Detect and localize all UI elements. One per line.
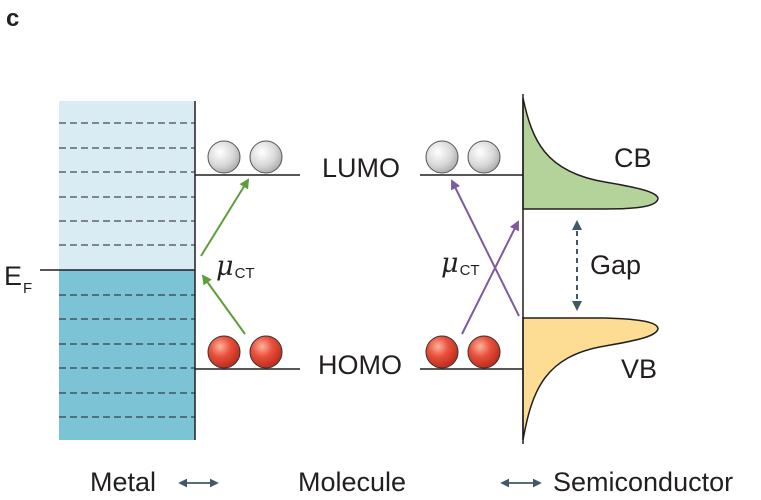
metal-band	[59, 101, 196, 440]
footer-molecule: Molecule	[298, 467, 406, 497]
metal-ct-arrow-up	[200, 178, 250, 257]
footer-metal: Metal	[90, 467, 156, 497]
footer-semiconductor: Semiconductor	[553, 467, 733, 497]
homo-label: HOMO	[318, 350, 402, 380]
cb-label: CB	[614, 143, 652, 173]
fermi-level-label: EF	[4, 261, 32, 297]
valence-band-shape	[522, 317, 659, 441]
left-homo-electron-2	[249, 335, 283, 369]
mu-left-sub: CT	[235, 265, 255, 282]
semiconductor-ct-arrow-to-lumo	[451, 179, 520, 317]
gap-label: Gap	[590, 250, 641, 280]
left-homo-electron-1	[207, 335, 241, 369]
metal-ct-arrow-down	[201, 274, 246, 335]
metal-empty-states	[59, 101, 195, 270]
right-lumo-orbital-2	[467, 140, 501, 174]
mu-right-main: μ	[441, 248, 459, 279]
panel-label: c	[6, 5, 19, 32]
right-lumo-orbital-1	[425, 140, 459, 174]
mu-left-main: μ	[216, 251, 234, 282]
mu-ct-label-right: μCT	[441, 248, 480, 279]
mu-right-sub: CT	[460, 262, 480, 279]
mu-ct-label-left: μCT	[216, 251, 255, 282]
semiconductor-ct-arrow-to-cb	[461, 220, 519, 335]
lumo-label: LUMO	[322, 153, 400, 183]
metal-filled-states	[59, 270, 195, 440]
fermi-sub: F	[23, 280, 32, 297]
vb-label: VB	[621, 354, 657, 384]
left-lumo-orbital-2	[249, 140, 283, 174]
fermi-main: E	[4, 261, 22, 291]
conduction-band-shape	[522, 97, 659, 210]
left-lumo-orbital-1	[207, 140, 241, 174]
metal-levels	[59, 122, 195, 418]
right-homo-electron-2	[467, 335, 501, 369]
right-homo-electron-1	[425, 335, 459, 369]
